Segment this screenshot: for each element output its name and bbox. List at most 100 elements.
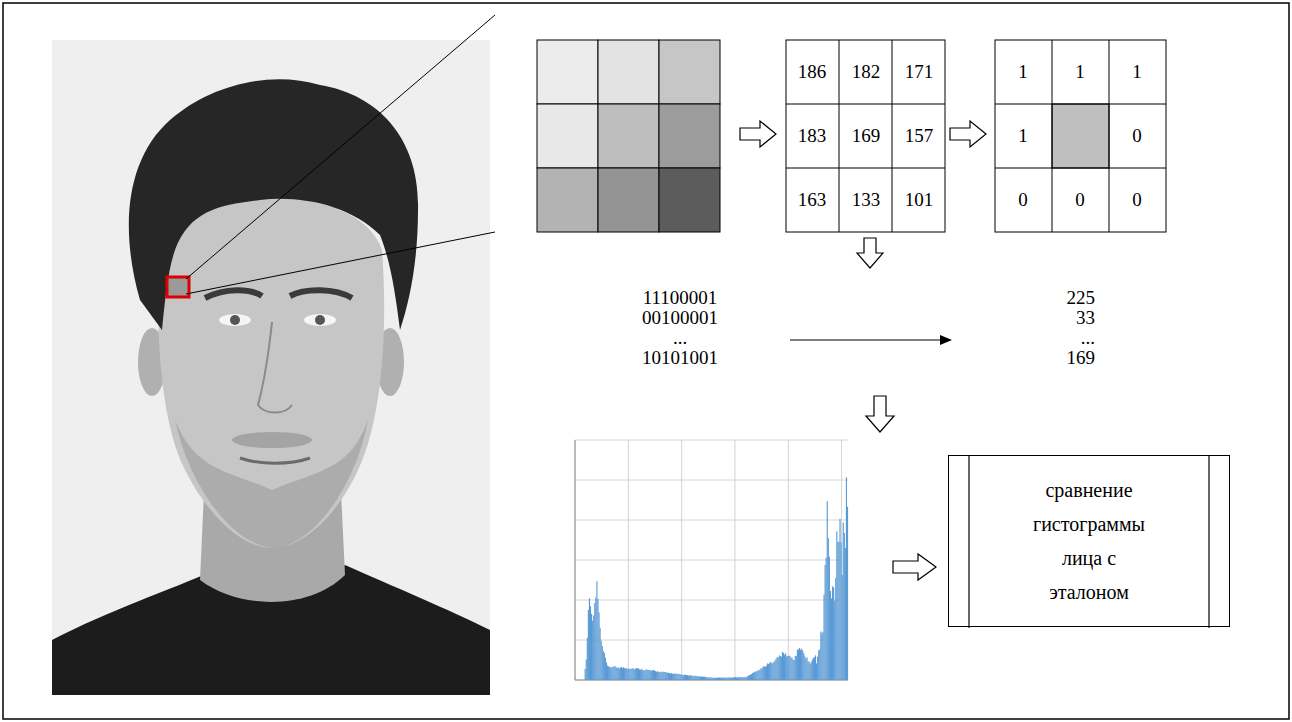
histogram-bar [661,672,662,680]
histogram-bar [725,678,726,680]
histogram-bar [803,653,804,680]
histogram-bar [719,678,720,680]
histogram-bar [844,533,845,680]
histogram-bar [751,674,752,680]
histogram-bar [654,671,655,680]
histogram-bar [580,680,581,681]
histogram-bar [648,670,649,680]
histogram-bar [594,603,595,680]
histogram-bar [621,667,622,680]
histogram-bar [813,658,814,680]
histogram-bar [693,676,694,680]
histogram-bar [681,675,682,680]
histogram-bar [709,677,710,680]
histogram-bar [633,668,634,680]
histogram-bar [586,659,587,680]
histogram-bar [649,670,650,680]
decimal-code: 33 [1076,307,1095,328]
histogram-bar [604,653,605,680]
histogram-bar [702,676,703,680]
histogram-bar [809,662,810,680]
histogram-bar [826,558,827,680]
histogram-bar [650,670,651,680]
histogram-bar [622,668,623,680]
grid-line [575,440,848,441]
outer-frame [3,3,1289,719]
histogram-bar [660,672,661,680]
histogram-bar [634,669,635,680]
histogram-bar [625,668,626,680]
histogram-bar [805,659,806,680]
binary-bit-box: 1 [1075,61,1085,83]
histogram-bar [737,677,738,680]
histogram-bar [680,674,681,680]
histogram-bar [774,661,775,680]
histogram-bar [692,676,693,680]
histogram-bar [769,663,770,680]
histogram-bar [782,652,783,680]
histogram-bar [795,656,796,680]
histogram-bar [603,651,604,680]
histogram-bar [643,670,644,680]
binary-bit: 0 [1075,189,1085,210]
histogram-bar [779,655,780,680]
histogram-bar [733,677,734,680]
histogram-bar [704,677,705,680]
histogram-bar [755,671,756,680]
pixel-value-box: 163 [798,189,827,211]
histogram-bar [843,523,844,680]
histogram-bar [800,650,801,680]
histogram-bar [582,680,583,681]
histogram-bar [710,677,711,680]
pixel-value-box: 157 [905,125,934,147]
histogram-bar [775,659,776,680]
histogram-bar [815,655,816,680]
histogram-bar [754,672,755,680]
histogram-bar [789,656,790,680]
binary-bit: 0 [1132,189,1142,210]
histogram-bar [676,674,677,680]
histogram-bar [688,676,689,680]
histogram-bar [846,477,847,680]
histogram-bar [790,658,791,680]
histogram-bar [821,634,822,680]
histogram-bar [771,664,772,680]
histogram-bar [666,672,667,680]
histogram-bar [684,675,685,680]
histogram-bar [839,519,840,680]
histogram-bar [609,667,610,680]
histogram-bar [741,677,742,680]
histogram-bar [773,662,774,680]
histogram-bar [619,668,620,680]
grid-line [575,640,848,641]
binary-code-box: ... [673,327,687,349]
histogram-bar [786,657,787,680]
histogram-bar [828,538,829,680]
histogram-bar [768,664,769,680]
histogram-bar [640,670,641,680]
histogram-bar [616,667,617,680]
histogram-bar [635,669,636,680]
binary-bit-box: 0 [1018,189,1028,211]
histogram-bar [784,655,785,680]
histogram-bar [845,548,846,680]
histogram-bar [827,501,828,680]
histogram-bar [716,678,717,680]
binary-bit-box: 1 [1132,61,1142,83]
histogram-bar [697,676,698,680]
histogram-bar [749,675,750,680]
histogram-bar [682,675,683,680]
histogram-bar [778,658,779,680]
histogram-bar [651,671,652,680]
histogram-bar [836,531,837,680]
histogram-bar [610,667,611,680]
binary-bit: 1 [1132,61,1142,82]
histogram-bar [705,677,706,680]
histogram-bar [581,680,582,681]
histogram-bar [756,672,757,680]
pixel-value-box: 171 [905,61,934,83]
binary-bit-box: 1 [1018,125,1028,147]
pixel-value: 157 [905,125,934,146]
histogram-bar [593,615,594,680]
